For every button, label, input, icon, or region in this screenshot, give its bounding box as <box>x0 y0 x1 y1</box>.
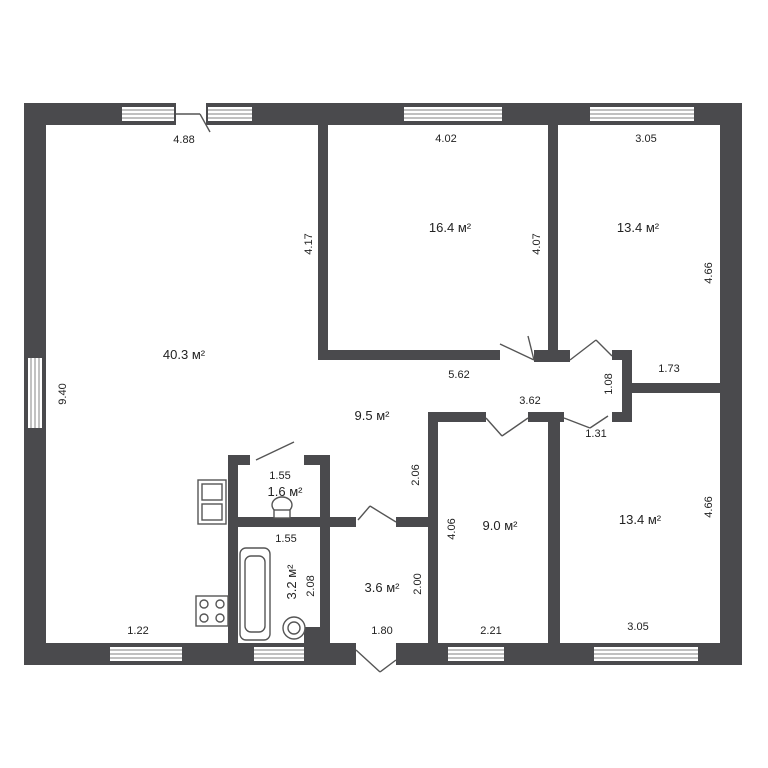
door-bedroom2 <box>569 339 613 361</box>
wall-bed3-top-left <box>528 412 564 422</box>
bedroom1-area: 16.4 м² <box>429 220 472 235</box>
door-balcony <box>176 113 211 133</box>
wall-bed1-bed2 <box>548 125 558 350</box>
wall-entry-room9 <box>428 412 438 643</box>
dim-living-width: 4.88 <box>173 134 194 146</box>
toilet-area: 1.6 м² <box>268 484 304 499</box>
dim-bed1-right: 4.07 <box>531 233 543 254</box>
dim-bed3-height: 4.66 <box>703 496 715 517</box>
dim-living-height: 9.40 <box>57 383 69 404</box>
door-room9 <box>485 417 529 437</box>
dim-hall-width: 3.62 <box>519 395 540 407</box>
dim-room9-height: 4.06 <box>446 518 458 539</box>
dim-bed3-bottom: 3.05 <box>627 621 648 633</box>
dim-hall-side: 2.06 <box>410 464 422 485</box>
wall-closet-right-bot <box>612 412 632 422</box>
dim-bed2-width: 3.05 <box>635 133 656 145</box>
wall-room9-top <box>428 412 486 422</box>
room9-area: 9.0 м² <box>483 518 519 533</box>
area-labels: 40.3 м² 16.4 м² 13.4 м² 13.4 м² 9.5 м² 1… <box>163 220 662 599</box>
dim-room9-width: 2.21 <box>480 625 501 637</box>
dim-toilet-bottom: 1.55 <box>275 533 296 545</box>
door-entry-hall <box>357 505 397 523</box>
fixtures <box>195 479 306 641</box>
wall-right <box>720 103 742 665</box>
wall-bed1-bottom <box>318 350 500 360</box>
wall-living-toilet <box>228 455 238 643</box>
dim-entry-width: 1.80 <box>371 625 392 637</box>
dim-bed1-width: 4.02 <box>435 133 456 145</box>
bathroom-area: 3.2 м² <box>284 564 299 600</box>
bedroom3-area: 13.4 м² <box>619 512 662 527</box>
stove-icon <box>195 595 229 627</box>
wall-living-bed1 <box>318 125 328 360</box>
door-bedroom1 <box>499 335 535 361</box>
wall-bed2-bed3 <box>632 383 720 393</box>
wall-toilet-bath <box>238 517 356 527</box>
dimension-labels: 4.88 9.40 1.22 4.02 4.17 4.07 5.62 3.05 … <box>57 133 715 637</box>
living-area: 40.3 м² <box>163 347 206 362</box>
wall-toilet-top-left <box>228 455 250 465</box>
wall-closet-top <box>534 350 570 362</box>
wall-toilet-right <box>320 455 330 643</box>
dim-living-bottom: 1.22 <box>127 625 148 637</box>
door-toilet <box>255 441 295 461</box>
door-entrance <box>355 649 397 673</box>
dim-bath-height: 2.08 <box>305 575 317 596</box>
wall-closet-right <box>622 350 632 422</box>
wall-entry-corner <box>304 627 330 643</box>
bedroom2-area: 13.4 м² <box>617 220 660 235</box>
dim-bed1-left: 4.17 <box>303 233 315 254</box>
hall-area: 9.5 м² <box>355 408 391 423</box>
inner-walls <box>228 125 720 643</box>
dim-toilet-top: 1.55 <box>269 470 290 482</box>
dim-closet-height: 1.08 <box>603 373 615 394</box>
entry-area: 3.6 м² <box>365 580 401 595</box>
windows <box>28 107 698 661</box>
doors <box>176 103 613 673</box>
dim-closet-width: 1.73 <box>658 363 679 375</box>
dim-bed2-height: 4.66 <box>703 262 715 283</box>
dim-entry-height: 2.00 <box>412 573 424 594</box>
dim-bed3-door: 1.31 <box>585 428 606 440</box>
door-bedroom3 <box>563 415 609 429</box>
dim-bed1-bottom: 5.62 <box>448 369 469 381</box>
wall-entry-top-right <box>396 517 430 527</box>
wall-toilet-top-right <box>304 455 330 465</box>
wall-room9-bed3 <box>548 412 560 643</box>
